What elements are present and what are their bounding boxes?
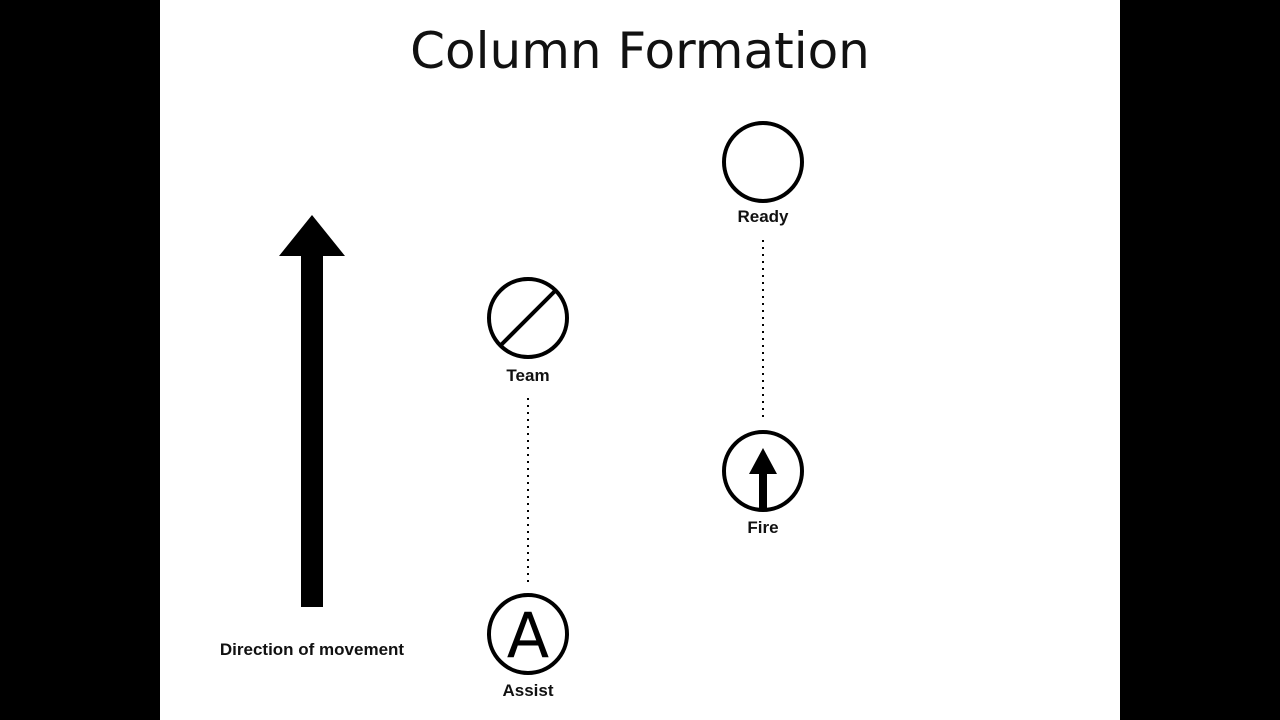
slash-line [499,289,557,347]
label-fire: Fire [747,518,779,537]
arrow-head [279,215,345,256]
slide-title: Column Formation [410,22,870,80]
circled-arrow-icon [722,430,804,512]
label-team: Team [506,366,550,385]
circled-letter-a-icon: A [487,593,569,675]
assist-letter: A [507,599,549,672]
slide: Column Formation A Rea [160,0,1120,720]
label-ready: Ready [737,207,789,226]
label-direction-of-movement: Direction of movement [219,640,405,659]
slashed-circle-icon [487,277,569,359]
formation-diagram: A [279,121,804,675]
empty-circle-icon [722,121,804,203]
fire-arrow-head [749,448,777,474]
fire-arrow-shaft [759,470,767,510]
up-arrow-icon [279,215,345,607]
label-assist: Assist [502,681,554,700]
arrow-shaft [301,256,323,607]
